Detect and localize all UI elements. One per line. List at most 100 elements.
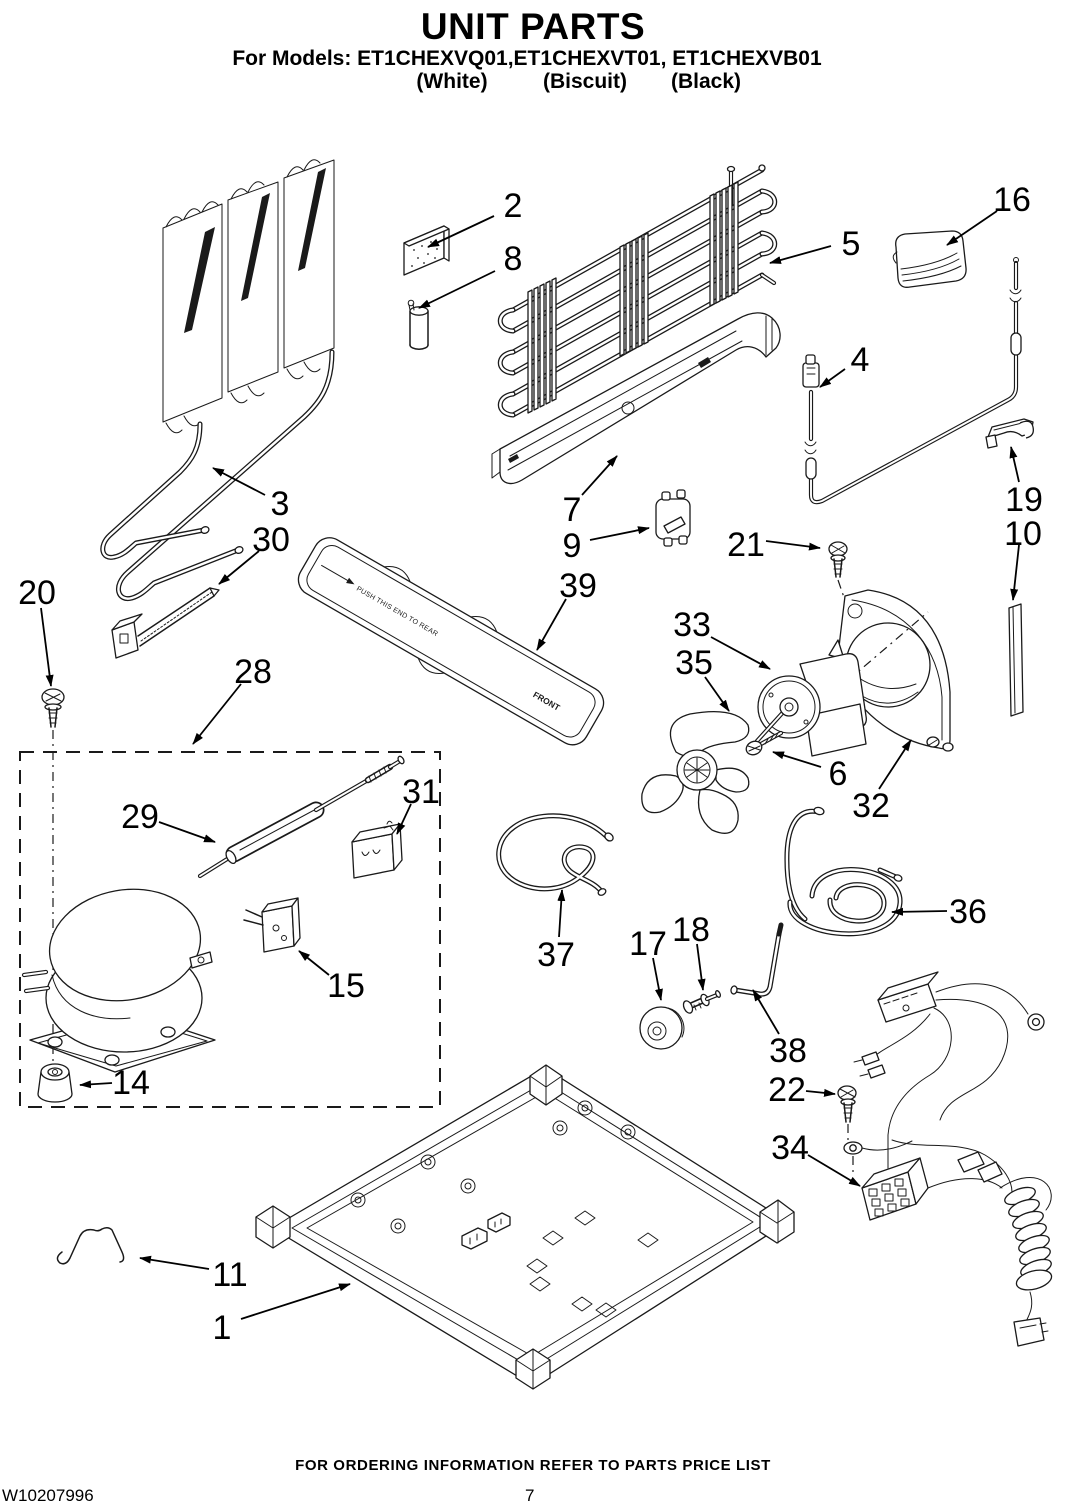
compressor-kit-dashed-box bbox=[19, 751, 441, 1108]
relay-drawing bbox=[351, 820, 403, 879]
callout-3-leader bbox=[212, 467, 266, 496]
callout-15: 15 bbox=[327, 967, 365, 1005]
base-pan-holes bbox=[526, 1210, 659, 1318]
callout-30: 30 bbox=[252, 521, 290, 559]
callout-28: 28 bbox=[234, 653, 272, 691]
callout-36: 36 bbox=[949, 893, 987, 931]
callout-37: 37 bbox=[537, 936, 575, 974]
callout-2-leader bbox=[427, 215, 495, 248]
base-pan-corner-brackets bbox=[255, 1064, 795, 1390]
callout-37-leader bbox=[557, 889, 566, 938]
heat-exchanger-drawing bbox=[197, 755, 405, 879]
callout-22: 22 bbox=[768, 1071, 806, 1109]
evaporator-clip-drawing bbox=[655, 489, 691, 547]
callout-14-leader bbox=[79, 1080, 113, 1089]
callout-38-leader bbox=[752, 989, 780, 1035]
callout-10-leader bbox=[1010, 544, 1020, 601]
callout-19: 19 bbox=[1005, 481, 1043, 519]
base-pan-rivets bbox=[350, 1100, 636, 1234]
compressor-drawing bbox=[21, 888, 216, 1073]
callout-33: 33 bbox=[673, 606, 711, 644]
callout-16: 16 bbox=[993, 181, 1031, 219]
callout-35-leader bbox=[704, 676, 730, 712]
page-title: UNIT PARTS bbox=[420, 6, 646, 47]
models-line: For Models: ET1CHEXVQ01,ET1CHEXVT01, ET1… bbox=[232, 47, 822, 70]
callout-3: 3 bbox=[271, 485, 290, 523]
color-label-white: (White) bbox=[416, 70, 488, 93]
drain-trough-drawing bbox=[491, 312, 781, 485]
callout-34-leader bbox=[807, 1154, 861, 1187]
condenser-fin-plates bbox=[527, 181, 739, 414]
callout-9-leader bbox=[589, 526, 650, 541]
screw-22-drawing bbox=[837, 1085, 913, 1176]
callout-5-leader bbox=[769, 245, 832, 264]
callout-39: 39 bbox=[559, 567, 597, 605]
callout-20-leader bbox=[40, 607, 54, 687]
callout-39-leader bbox=[536, 598, 567, 651]
callout-16-leader bbox=[946, 210, 998, 246]
callout-9: 9 bbox=[563, 527, 582, 565]
callout-14: 14 bbox=[112, 1064, 150, 1102]
callout-32: 32 bbox=[852, 787, 890, 825]
callout-38: 38 bbox=[769, 1032, 807, 1070]
callout-8: 8 bbox=[504, 240, 523, 278]
callout-1-leader bbox=[240, 1283, 351, 1320]
callout-numbers: 2 8 5 16 4 3 30 7 9 21 19 10 39 20 28 33… bbox=[18, 181, 1043, 1347]
callout-leaders bbox=[40, 210, 1020, 1320]
callout-19-leader bbox=[1009, 446, 1020, 483]
sound-pad-drawing bbox=[403, 225, 450, 276]
callout-11-leader bbox=[139, 1255, 210, 1270]
callout-33-leader bbox=[710, 636, 771, 670]
base-pan-clips bbox=[461, 1212, 511, 1250]
callout-29-leader bbox=[158, 821, 216, 843]
callout-32-leader bbox=[878, 739, 912, 790]
callout-35: 35 bbox=[675, 644, 713, 682]
condenser-coil-drawing bbox=[497, 164, 778, 418]
page-number: 7 bbox=[525, 1486, 535, 1505]
callout-4: 4 bbox=[851, 341, 870, 379]
document-number: W10207996 bbox=[2, 1486, 94, 1505]
motor-screw-drawing bbox=[745, 730, 784, 756]
callout-18-leader bbox=[696, 943, 706, 991]
elbow-tube-drawing bbox=[730, 922, 784, 997]
callout-10: 10 bbox=[1004, 515, 1042, 553]
callout-6: 6 bbox=[829, 755, 848, 793]
callout-21-leader bbox=[765, 540, 821, 551]
callout-36-leader bbox=[891, 907, 948, 916]
cable-tie-drawing bbox=[111, 587, 220, 659]
callout-21: 21 bbox=[727, 526, 765, 564]
coiled-power-cord bbox=[1004, 1186, 1053, 1291]
overload-protector-drawing bbox=[243, 897, 301, 953]
callout-31-leader bbox=[396, 803, 412, 835]
coiled-hose-drawing bbox=[784, 806, 903, 937]
drain-tube-drawing bbox=[496, 813, 614, 896]
callout-4-leader bbox=[819, 368, 846, 388]
sleeve-strip-drawing bbox=[1008, 603, 1024, 717]
fan-motor-drawing bbox=[754, 653, 867, 757]
callout-7-leader bbox=[581, 455, 618, 496]
callout-17: 17 bbox=[629, 925, 667, 963]
callout-6-leader bbox=[772, 751, 822, 768]
fan-shroud-drawing bbox=[828, 589, 954, 752]
callout-11: 11 bbox=[212, 1256, 247, 1294]
callout-28-leader bbox=[192, 683, 242, 745]
start-capacitor-drawing bbox=[407, 299, 429, 350]
base-pan-drawing bbox=[255, 1064, 795, 1390]
grommet-drawing bbox=[37, 1063, 73, 1103]
callout-17-leader bbox=[652, 957, 663, 1001]
callout-34: 34 bbox=[771, 1129, 809, 1167]
wire-clip-drawing bbox=[985, 418, 1034, 449]
color-label-biscuit: (Biscuit) bbox=[543, 70, 627, 93]
callout-30-leader bbox=[218, 550, 260, 585]
drain-pan-drawing: PUSH THIS END TO REAR FRONT bbox=[297, 537, 605, 746]
ordering-note: FOR ORDERING INFORMATION REFER TO PARTS … bbox=[295, 1457, 771, 1474]
fan-blade-drawing bbox=[641, 711, 750, 834]
callout-15-leader bbox=[298, 950, 330, 976]
roller-axle-drawing bbox=[682, 990, 721, 1014]
callout-29: 29 bbox=[121, 798, 159, 836]
callout-1: 1 bbox=[213, 1309, 232, 1347]
tube-clip-drawing bbox=[56, 1226, 125, 1265]
callout-2: 2 bbox=[504, 187, 523, 225]
